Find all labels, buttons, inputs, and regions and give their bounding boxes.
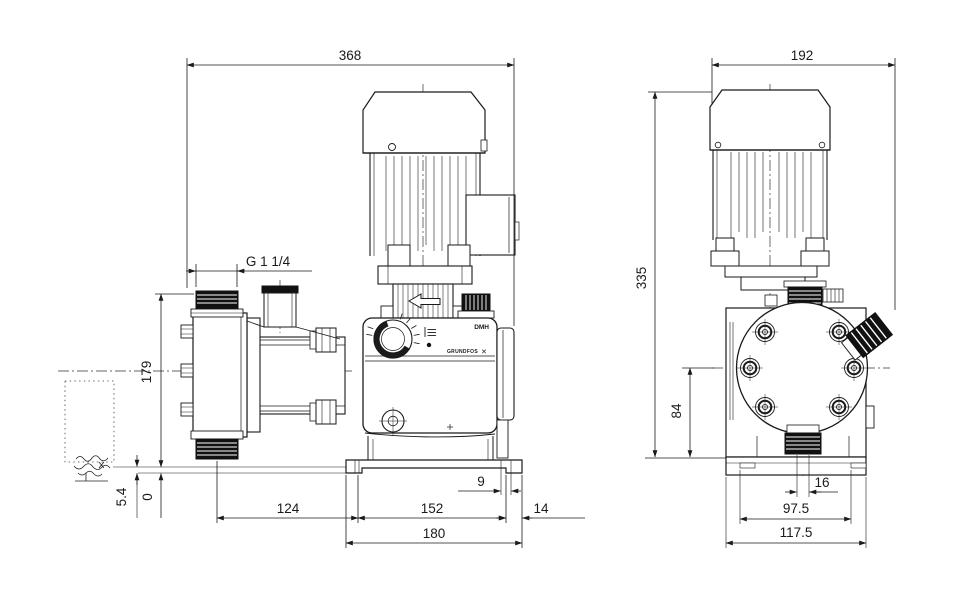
top-port-thread: [783, 280, 827, 308]
dim-front-overall-width: 192: [791, 48, 814, 63]
stroke-adjustment-dial: [366, 313, 420, 359]
grundfos-logo: GRUNDFOS: [447, 349, 478, 355]
terminal-box: [465, 194, 520, 256]
fan-cover-bolt: [388, 143, 396, 151]
side-view: DMH GRUNDFOS ✕: [58, 48, 585, 548]
front-adapter: [740, 276, 844, 308]
gearbox: [362, 313, 498, 460]
phantom-mounting-outline: [64, 380, 115, 482]
dim-side-overall-length: 368: [339, 48, 362, 63]
dosing-head: [180, 285, 341, 460]
vent-valve: [246, 285, 341, 340]
dim-valve-to-foot: 124: [277, 501, 300, 516]
head-bolt-circle: [737, 319, 867, 420]
dim-foot-spacing: 152: [421, 501, 444, 516]
side-coupling: [380, 283, 466, 319]
front-motor: [709, 89, 831, 278]
side-base-plate: [345, 459, 523, 474]
front-dimensions: [645, 58, 896, 548]
bottom-port-thread: [784, 424, 822, 455]
dim-connection-height: 179: [139, 361, 154, 384]
dim-zero-reference: 0: [140, 493, 155, 501]
drain-plug: [379, 407, 407, 435]
dim-head-center-height: 84: [669, 403, 684, 419]
side-dimensions: [113, 58, 585, 548]
stroke-knob: [457, 293, 495, 319]
front-view: 192 335 84 16 97.5 117.5: [634, 48, 896, 548]
lantern-cylinder: [257, 327, 346, 425]
dim-foot-plate-offset: 5.4: [114, 487, 129, 506]
front-dosing-head: [735, 301, 894, 455]
fan-cover-screw-right: [818, 141, 826, 149]
model-label: DMH: [474, 324, 489, 331]
lock-scale-icon: [424, 327, 436, 337]
dim-slot-width: 9: [477, 474, 485, 489]
head-bolts: [180, 324, 194, 417]
dim-base-length: 180: [423, 526, 446, 541]
rear-cover: [496, 327, 515, 459]
stroke-direction-arrow-icon: [408, 293, 441, 309]
side-motor: [362, 91, 520, 285]
dim-foot-hole-spacing: 97.5: [783, 501, 809, 516]
dim-center-offset: 16: [814, 475, 829, 490]
dim-front-overall-height: 335: [634, 267, 649, 290]
suction-valve-thread: [190, 430, 244, 460]
dim-connection-thread: G 1 1/4: [246, 254, 291, 269]
dim-foot-to-end: 14: [533, 501, 549, 516]
dim-base-width: 117.5: [780, 525, 813, 540]
grundfos-logo-mark: ✕: [481, 349, 487, 356]
discharge-valve-thread: [190, 290, 244, 318]
angled-port-thread: [840, 311, 894, 361]
front-base-plate: [725, 456, 867, 476]
fan-cover-screw-left: [714, 141, 722, 149]
